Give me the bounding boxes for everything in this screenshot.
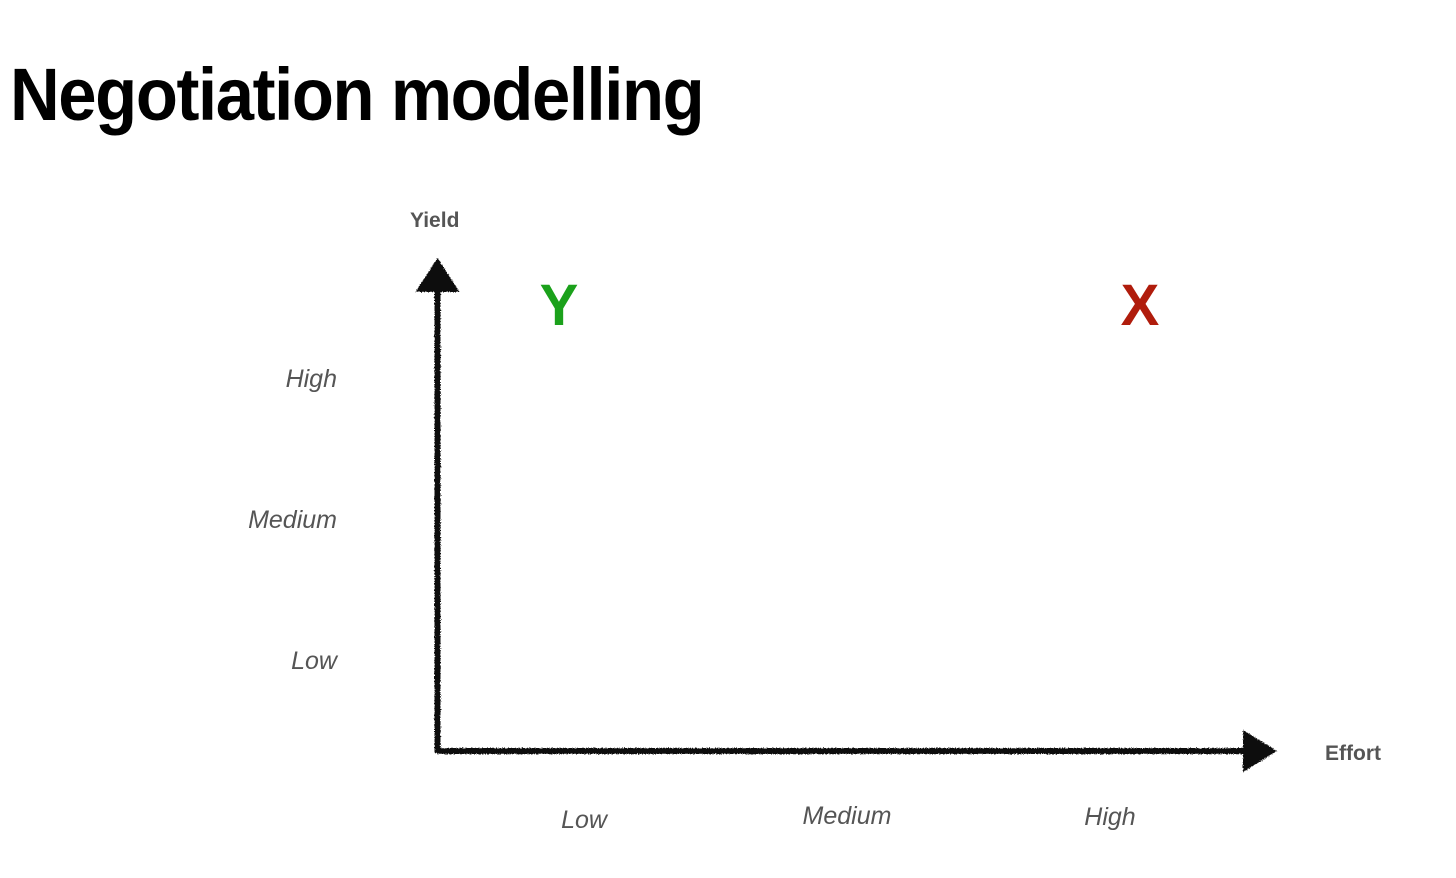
y-axis-line bbox=[434, 282, 441, 753]
x-axis-line bbox=[437, 748, 1261, 754]
x-axis-tick-low: Low bbox=[561, 806, 607, 834]
page-title: Negotiation modelling bbox=[10, 52, 705, 136]
y-axis-title: Yield bbox=[410, 209, 460, 232]
arrow-right-icon bbox=[1243, 730, 1277, 772]
y-axis-tick-low: Low bbox=[291, 647, 337, 675]
data-point-marker-x: X bbox=[1120, 273, 1160, 338]
y-axis-tick-high: High bbox=[285, 365, 337, 393]
y-axis-tick-medium: Medium bbox=[248, 506, 337, 534]
x-axis-title: Effort bbox=[1325, 742, 1381, 765]
arrow-up-icon bbox=[415, 258, 460, 292]
data-point-marker-y: Y bbox=[539, 273, 579, 338]
x-axis-tick-medium: Medium bbox=[802, 802, 892, 830]
x-axis-tick-high: High bbox=[1084, 803, 1136, 831]
